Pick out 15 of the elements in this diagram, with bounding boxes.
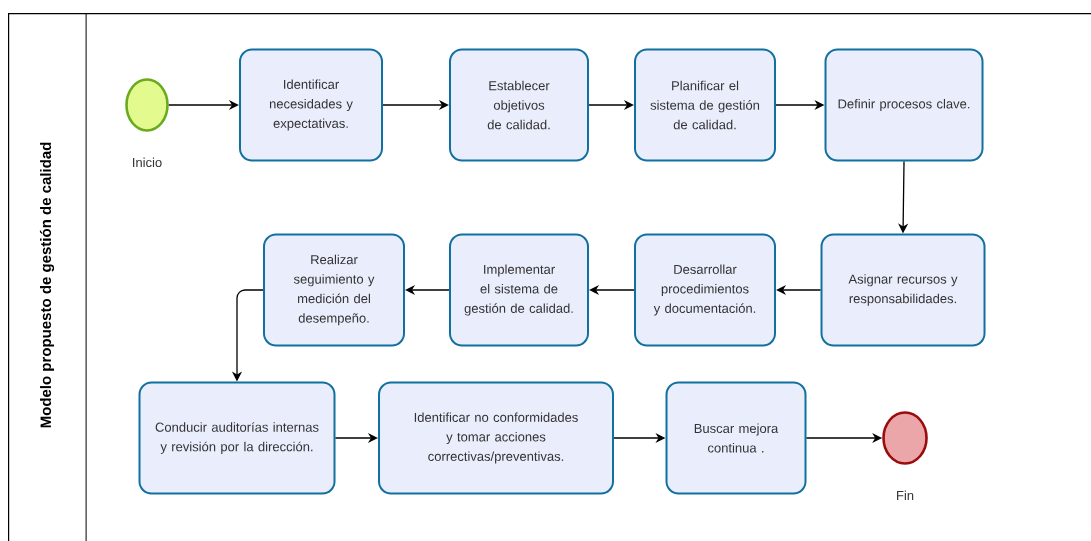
process-box: Planificar el sistema de gestión de calidad. <box>634 48 776 162</box>
process-box: Desarrollar procedimientos y documentación. <box>634 233 776 347</box>
process-box: Identificar necesidades y expectativas. <box>239 48 383 162</box>
process-box: Buscar mejora continua . <box>665 381 807 495</box>
event-circle <box>882 411 928 465</box>
process-box: Establecer objetivos de calidad. <box>449 48 589 162</box>
process-box: Implementar el sistema de gestión de calidad. <box>449 233 589 347</box>
process-box: Realizar seguimiento y medición del desempeño. <box>263 233 405 347</box>
event-label: Fin <box>897 490 914 500</box>
process-box: Asignar recursos y responsabilidades. <box>820 233 986 347</box>
process-box: Identificar no conformidades y tomar acciones correctivas/preventivas. <box>378 381 614 495</box>
process-box: Conducir auditorías internas y revisión por la dirección. <box>138 381 336 495</box>
event-label: Inicio <box>133 157 162 168</box>
event-circle <box>125 78 169 132</box>
process-box: Definir procesos clave. <box>824 48 984 162</box>
